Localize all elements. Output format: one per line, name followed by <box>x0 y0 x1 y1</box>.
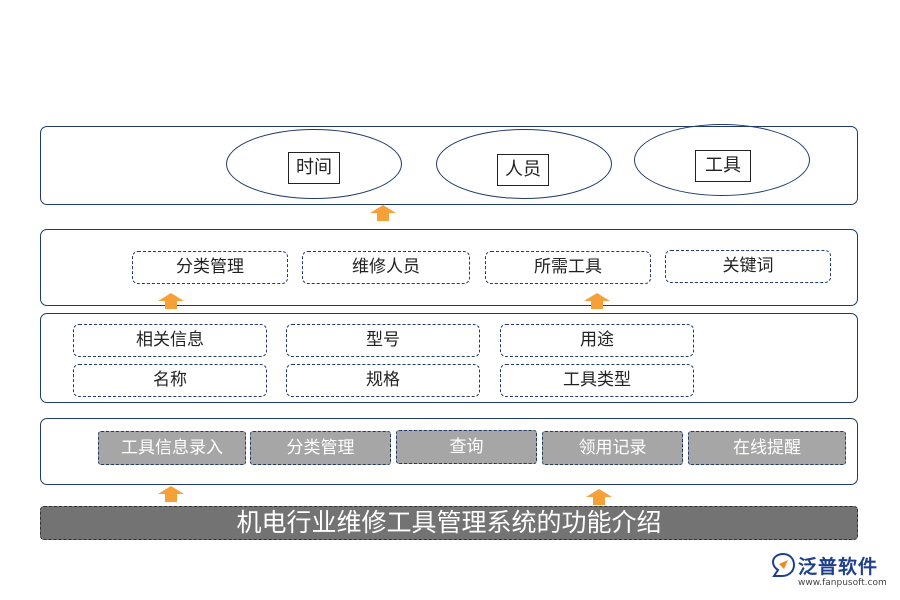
box-specification: 规格 <box>286 364 480 397</box>
up-arrow-icon <box>158 486 184 502</box>
up-arrow-icon <box>370 205 396 221</box>
box-usage: 用途 <box>500 324 694 357</box>
func-online-reminder: 在线提醒 <box>688 431 846 465</box>
layer-attributes <box>40 313 858 403</box>
box-classification: 分类管理 <box>132 251 288 284</box>
logo-icon <box>771 552 796 577</box>
box-model: 型号 <box>286 324 480 357</box>
func-usage-records: 领用记录 <box>542 431 683 465</box>
label-tools: 工具 <box>695 150 751 182</box>
logo-url: www.fanpusoft.com <box>798 578 887 588</box>
box-name: 名称 <box>73 364 267 397</box>
label-personnel: 人员 <box>497 154 549 186</box>
func-classification: 分类管理 <box>250 431 391 465</box>
ellipse-tools <box>634 124 810 196</box>
brand-logo: 泛普软件 www.fanpusoft.com <box>770 552 895 600</box>
logo-name: 泛普软件 <box>798 556 879 578</box>
ellipse-time <box>226 129 402 199</box>
box-keywords: 关键词 <box>665 250 831 283</box>
box-maintenance-staff: 维修人员 <box>302 251 470 284</box>
box-tool-type: 工具类型 <box>500 364 694 397</box>
func-tool-info-entry: 工具信息录入 <box>98 431 246 465</box>
up-arrow-icon <box>158 293 184 309</box>
up-arrow-icon <box>584 293 610 309</box>
layer-categories <box>40 229 858 306</box>
diagram-title: 机电行业维修工具管理系统的功能介绍 <box>40 506 858 540</box>
func-query: 查询 <box>396 430 537 464</box>
box-related-info: 相关信息 <box>73 324 267 357</box>
ellipse-personnel <box>436 129 612 199</box>
up-arrow-icon <box>586 489 612 505</box>
box-required-tools: 所需工具 <box>485 251 651 284</box>
label-time: 时间 <box>288 152 340 184</box>
